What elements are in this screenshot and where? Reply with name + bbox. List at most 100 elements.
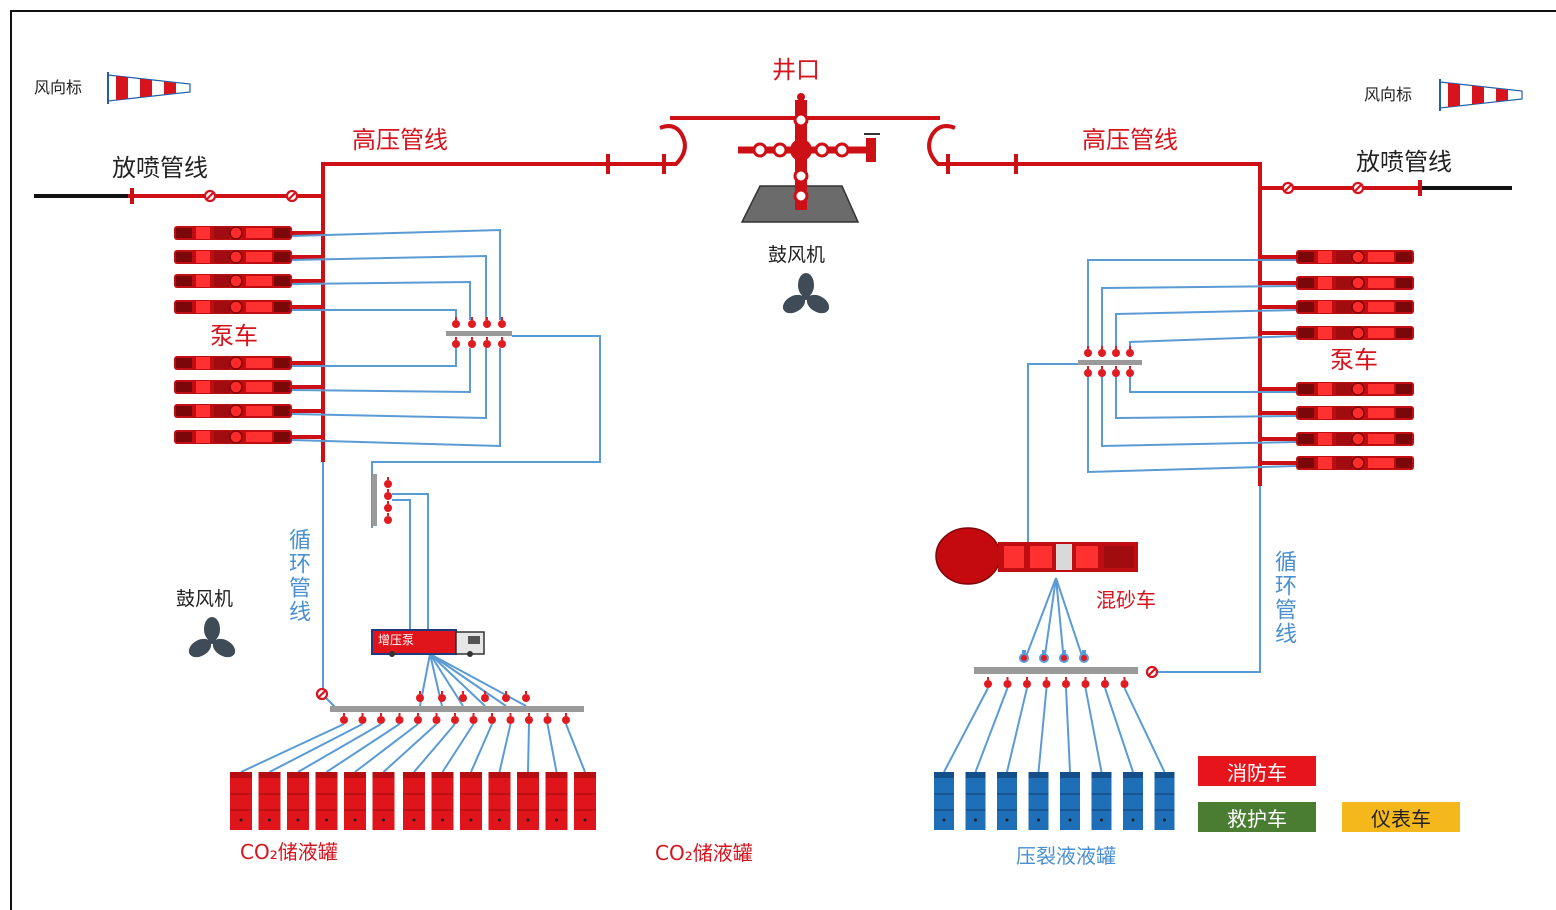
co2-valve-13 (562, 713, 570, 724)
circulation-label-right: 循环管线 (1271, 550, 1296, 646)
co2-feed-12 (546, 723, 558, 773)
co2-valve-11 (525, 713, 533, 724)
frac-tank-7-icon (1122, 771, 1144, 831)
co2-tank-12-icon (545, 771, 568, 831)
co2-tank-6-icon (372, 771, 395, 831)
circulation-valve-left (315, 687, 329, 701)
circ-right-return (1158, 486, 1261, 673)
blowout-label-left: 放喷管线 (112, 154, 208, 182)
frac-valve-1 (984, 677, 992, 688)
pump-truck-right-7-icon (1295, 431, 1415, 447)
co2-feed-1 (240, 723, 345, 773)
co2-tank-4-icon (315, 771, 338, 831)
booster-truck-label: 增压泵 (378, 633, 415, 647)
circ-right-upper-4 (1129, 335, 1297, 350)
blowout-label-right: 放喷管线 (1356, 148, 1452, 176)
co2-feed-7 (413, 723, 456, 773)
circ-right-lower-2 (1115, 376, 1297, 420)
legend-fire-truck: 消防车 (1198, 756, 1316, 786)
booster-feed-5 (429, 653, 507, 707)
diagram-frame (10, 10, 1556, 910)
pump-truck-right-8-icon (1295, 455, 1415, 471)
frac-tank-2-icon (965, 771, 986, 831)
pump-truck-right-3-icon (1295, 299, 1415, 315)
booster-feed-3 (429, 653, 464, 707)
co2-valve-12 (543, 713, 552, 724)
co2-manifold (330, 706, 584, 712)
frac-tank-3-icon (996, 771, 1018, 831)
blower-left-icon (185, 617, 239, 661)
mixer-feed-4 (1055, 577, 1085, 663)
circ-left-upper-1 (291, 228, 501, 320)
co2-tank-group (229, 691, 597, 831)
booster-feed-6 (429, 653, 527, 707)
co2-feed-8 (441, 723, 475, 773)
frac-valve-3 (1023, 677, 1031, 688)
co2-tank-1-icon (229, 771, 253, 831)
co2-feed-4 (325, 723, 401, 773)
co2-tank-8-icon (431, 771, 454, 831)
pump-truck-right-2-icon (1295, 275, 1415, 291)
sand-mixer-icon (935, 527, 1138, 585)
circ-left-upper-2 (291, 254, 487, 320)
blower-top-icon (779, 273, 833, 317)
co2-tank-13-icon (573, 771, 597, 831)
frac-tank-4-icon (1028, 771, 1049, 831)
co2-feed-5 (354, 723, 419, 773)
frac-manifold (974, 667, 1138, 674)
co2-feed-3 (297, 723, 382, 773)
co2-valve-3 (377, 713, 385, 724)
circ-left-booster-a (392, 499, 411, 630)
pump-trucks-left (173, 225, 323, 445)
booster-truck-icon (371, 629, 485, 657)
circ-left-lower-3 (291, 348, 487, 420)
mixer-valve-3 (1059, 650, 1069, 663)
co2-feed-10 (498, 723, 512, 773)
co2-upper-valve-6 (522, 691, 530, 702)
hp-flange-right (946, 154, 950, 174)
co2-valve-4 (395, 713, 404, 724)
circ-left-upper-4 (292, 309, 457, 320)
co2-valve-2 (358, 713, 367, 724)
frac-feed-3 (1006, 687, 1028, 773)
pump-truck-left-5-icon (173, 355, 293, 371)
co2-feed-6 (382, 723, 438, 773)
frac-tank-group (933, 677, 1175, 831)
mixer-feed-2 (1043, 577, 1057, 663)
hp-flange-right-2 (1014, 154, 1018, 174)
blower-label-top: 鼓风机 (768, 244, 826, 266)
frac-valve-4 (1042, 677, 1051, 688)
manifold-left-upper (446, 317, 512, 348)
pump-trucks-right (1262, 249, 1415, 471)
windsock-right-icon (1439, 78, 1523, 112)
circ-left-booster-b (392, 493, 429, 630)
co2-tank-5-icon (343, 771, 367, 831)
frac-feed-6 (1084, 687, 1103, 773)
mixer-feed-3 (1055, 577, 1065, 663)
co2-valve-6 (432, 713, 441, 724)
blowout-line-right (1262, 180, 1512, 196)
pump-truck-left-1-icon (173, 225, 293, 241)
circ-right-upper-2 (1101, 285, 1297, 350)
high-pressure-line-left (321, 116, 940, 462)
co2-valve-1 (340, 713, 348, 724)
frac-feed-8 (1123, 687, 1166, 773)
circulation-lines-right (1019, 259, 1297, 673)
wellhead-icon (738, 93, 880, 223)
co2-feed-13 (565, 723, 586, 773)
frac-feed-7 (1104, 687, 1134, 773)
frac-feed-2 (974, 687, 1009, 773)
frac-feed-4 (1037, 687, 1048, 773)
frac-tank-5-icon (1059, 771, 1081, 831)
frac-valve-5 (1062, 677, 1070, 688)
blower-label-left: 鼓风机 (176, 588, 234, 610)
high-pressure-line-right (927, 124, 1262, 486)
co2-valve-7 (451, 713, 459, 724)
frac-valve-6 (1081, 677, 1090, 688)
co2-tank-10-icon (488, 771, 511, 831)
circ-left-upper-3 (291, 280, 471, 320)
co2-tank-2-icon (258, 771, 281, 831)
frac-tank-1-icon (933, 771, 955, 831)
circulation-label-left: 循环管线 (285, 528, 310, 624)
co2-tank-3-icon (286, 771, 310, 831)
